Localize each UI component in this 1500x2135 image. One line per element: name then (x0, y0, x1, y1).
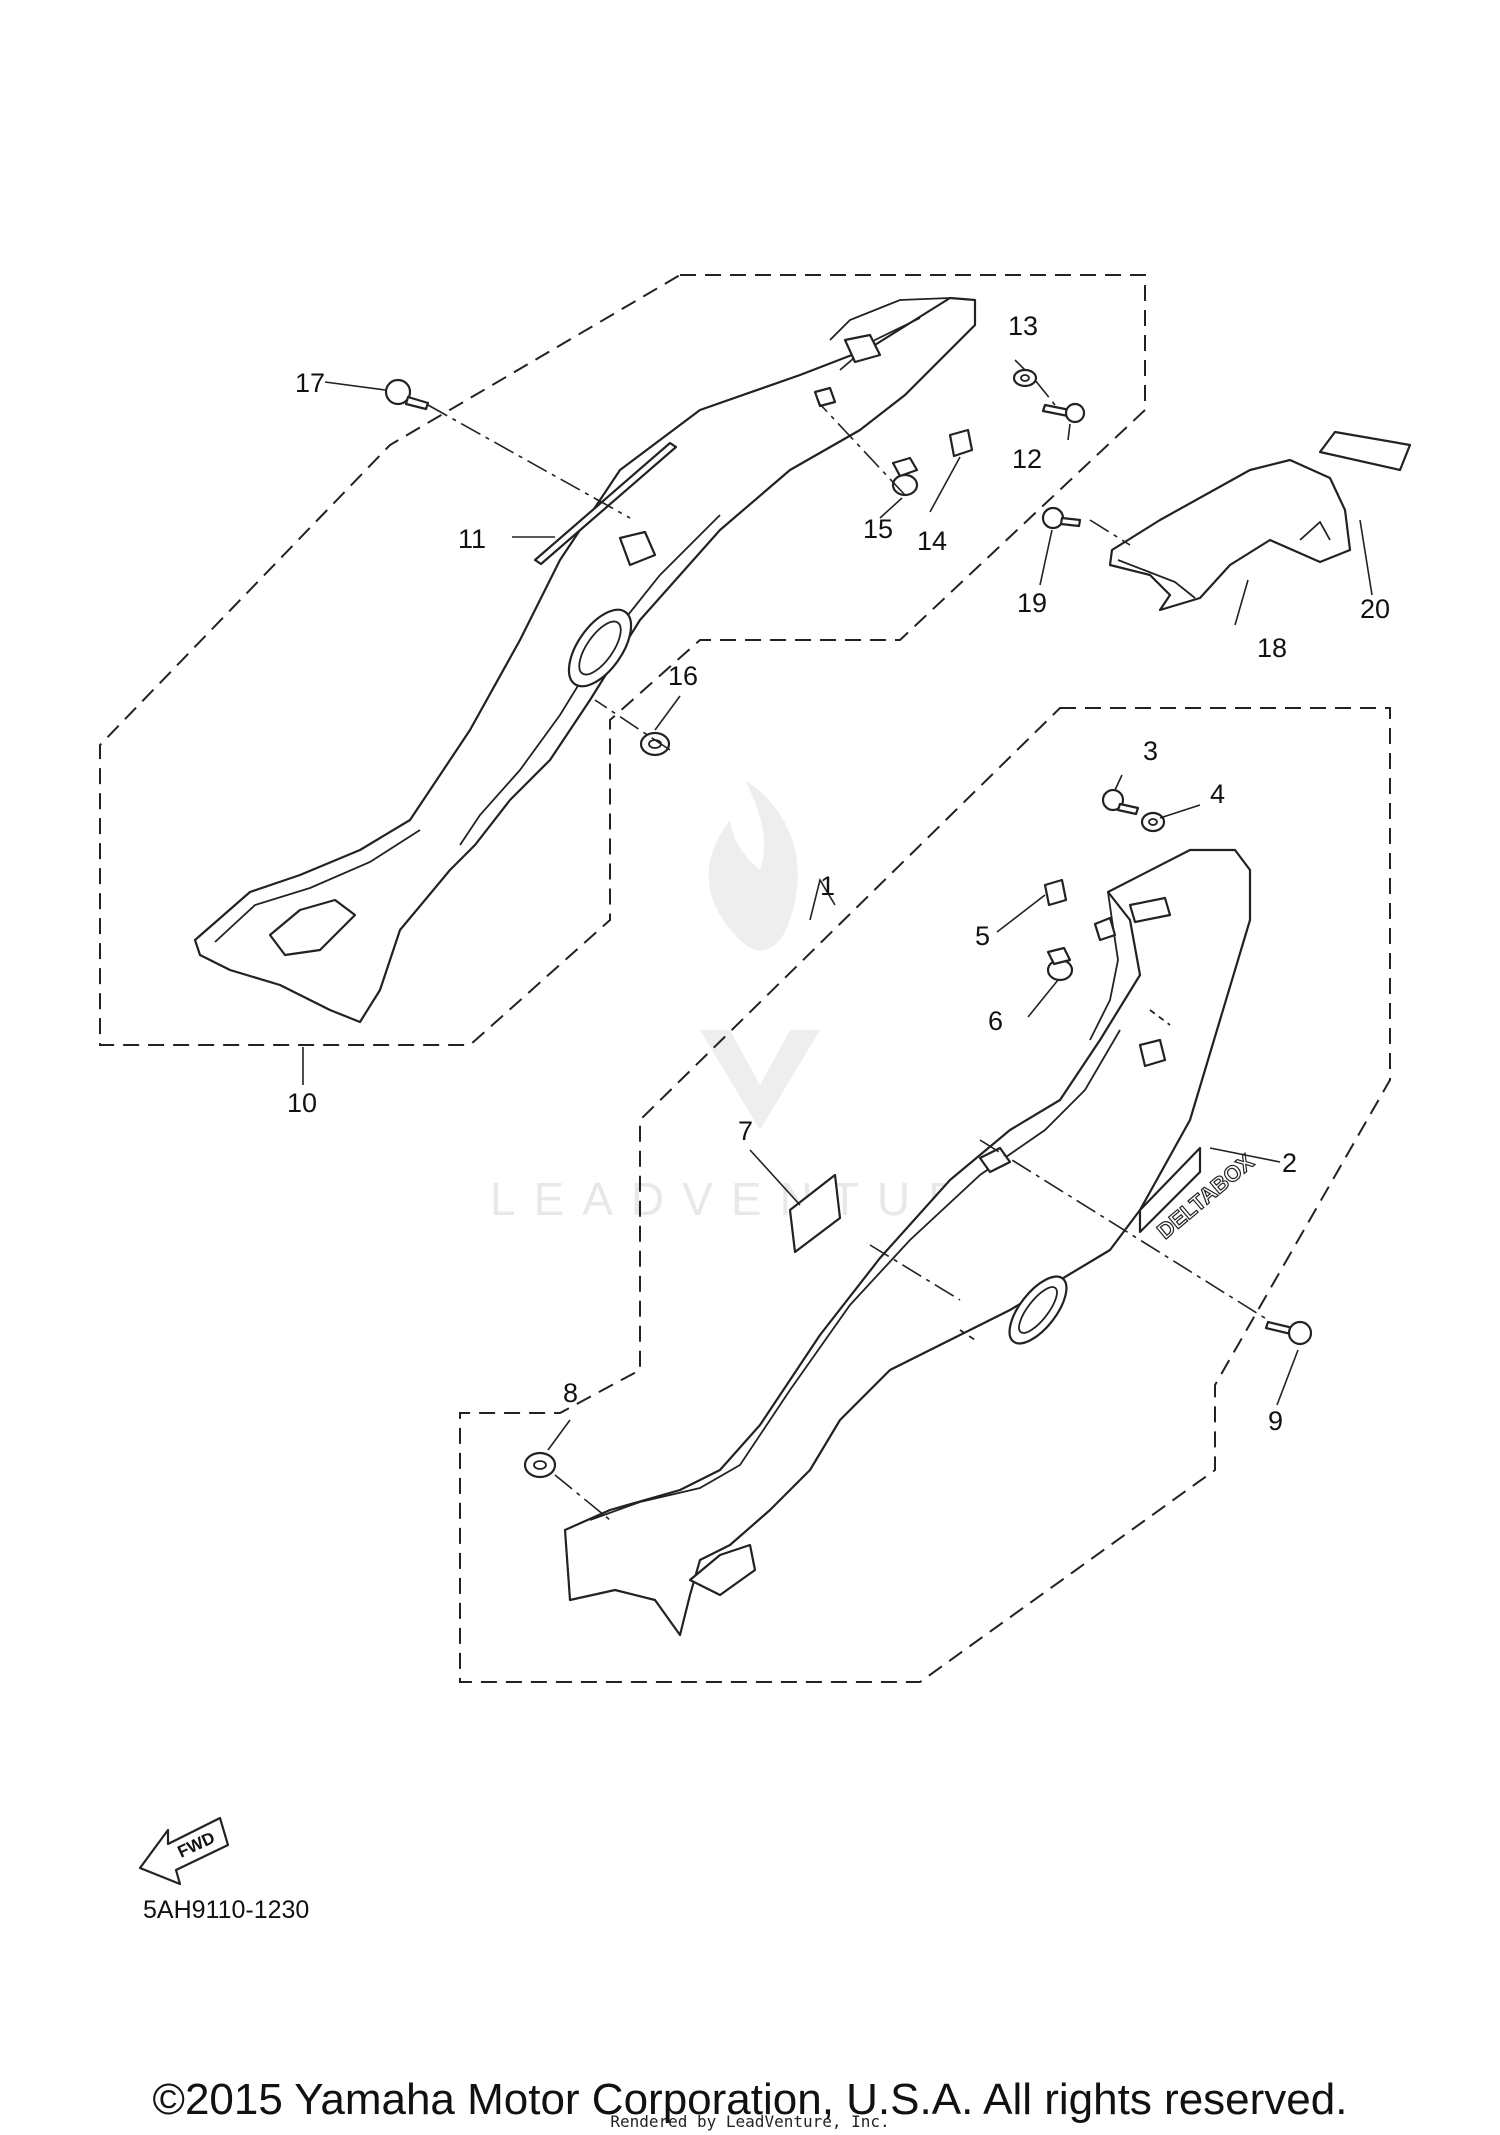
callout-14: 14 (917, 526, 947, 556)
label-20-part (1318, 430, 1412, 472)
callout-7: 7 (738, 1116, 753, 1146)
callout-8: 8 (563, 1378, 578, 1408)
screw-3 (1101, 788, 1140, 816)
seat-cover-part (1108, 458, 1352, 612)
callout-12: 12 (1012, 444, 1042, 474)
assembly-lines (427, 379, 1269, 1521)
callout-9: 9 (1268, 1406, 1283, 1436)
fwd-arrow-icon: FWD (138, 1816, 230, 1886)
callout-6: 6 (988, 1006, 1003, 1036)
callout-4: 4 (1210, 779, 1225, 809)
washer-4 (1140, 811, 1166, 833)
callout-19: 19 (1017, 588, 1047, 618)
right-side-cover (563, 848, 1252, 1637)
rendered-by-text: Rendered by LeadVenture, Inc. (610, 2112, 890, 2131)
watermark: LEADVENTURE (490, 780, 1010, 1225)
lower-assembly-boundary (459, 707, 1391, 1683)
callout-11: 11 (458, 524, 486, 554)
clip-5 (1043, 878, 1068, 907)
callout-15: 15 (863, 514, 893, 544)
watermark-v-icon (700, 1030, 820, 1130)
screw-12 (1041, 402, 1086, 424)
drawing-code: 5AH9110-1230 (143, 1896, 309, 1924)
label-7-part (788, 1173, 842, 1254)
callout-18: 18 (1257, 633, 1287, 663)
callout-5: 5 (975, 921, 990, 951)
screw-17 (384, 378, 430, 411)
upper-assembly-boundary (99, 274, 1146, 1046)
callout-20: 20 (1360, 594, 1390, 624)
callout-13: 13 (1008, 311, 1038, 341)
callout-10: 10 (287, 1088, 317, 1118)
callout-16: 16 (668, 661, 698, 691)
clip-14 (948, 428, 974, 458)
grommet-16 (639, 731, 671, 757)
watermark-flame-icon (708, 780, 798, 951)
hardware (384, 368, 1313, 1479)
copyright-text: ©2015 Yamaha Motor Corporation, U.S.A. A… (152, 2075, 1348, 2124)
callout-17: 17 (295, 368, 325, 398)
grommet-8 (523, 1451, 557, 1479)
leader-lines (302, 359, 1373, 1451)
screw-9 (1264, 1320, 1313, 1346)
washer-13 (1012, 368, 1038, 388)
screw-19 (1041, 506, 1082, 530)
callouts: 1 2 3 4 5 6 7 8 9 10 11 12 13 14 15 16 1… (287, 311, 1390, 1436)
left-side-cover (193, 296, 977, 1024)
callout-2: 2 (1282, 1148, 1297, 1178)
grommet-6 (1046, 946, 1074, 982)
callout-1: 1 (820, 871, 835, 901)
callout-3: 3 (1143, 736, 1158, 766)
grommet-15 (891, 456, 919, 497)
